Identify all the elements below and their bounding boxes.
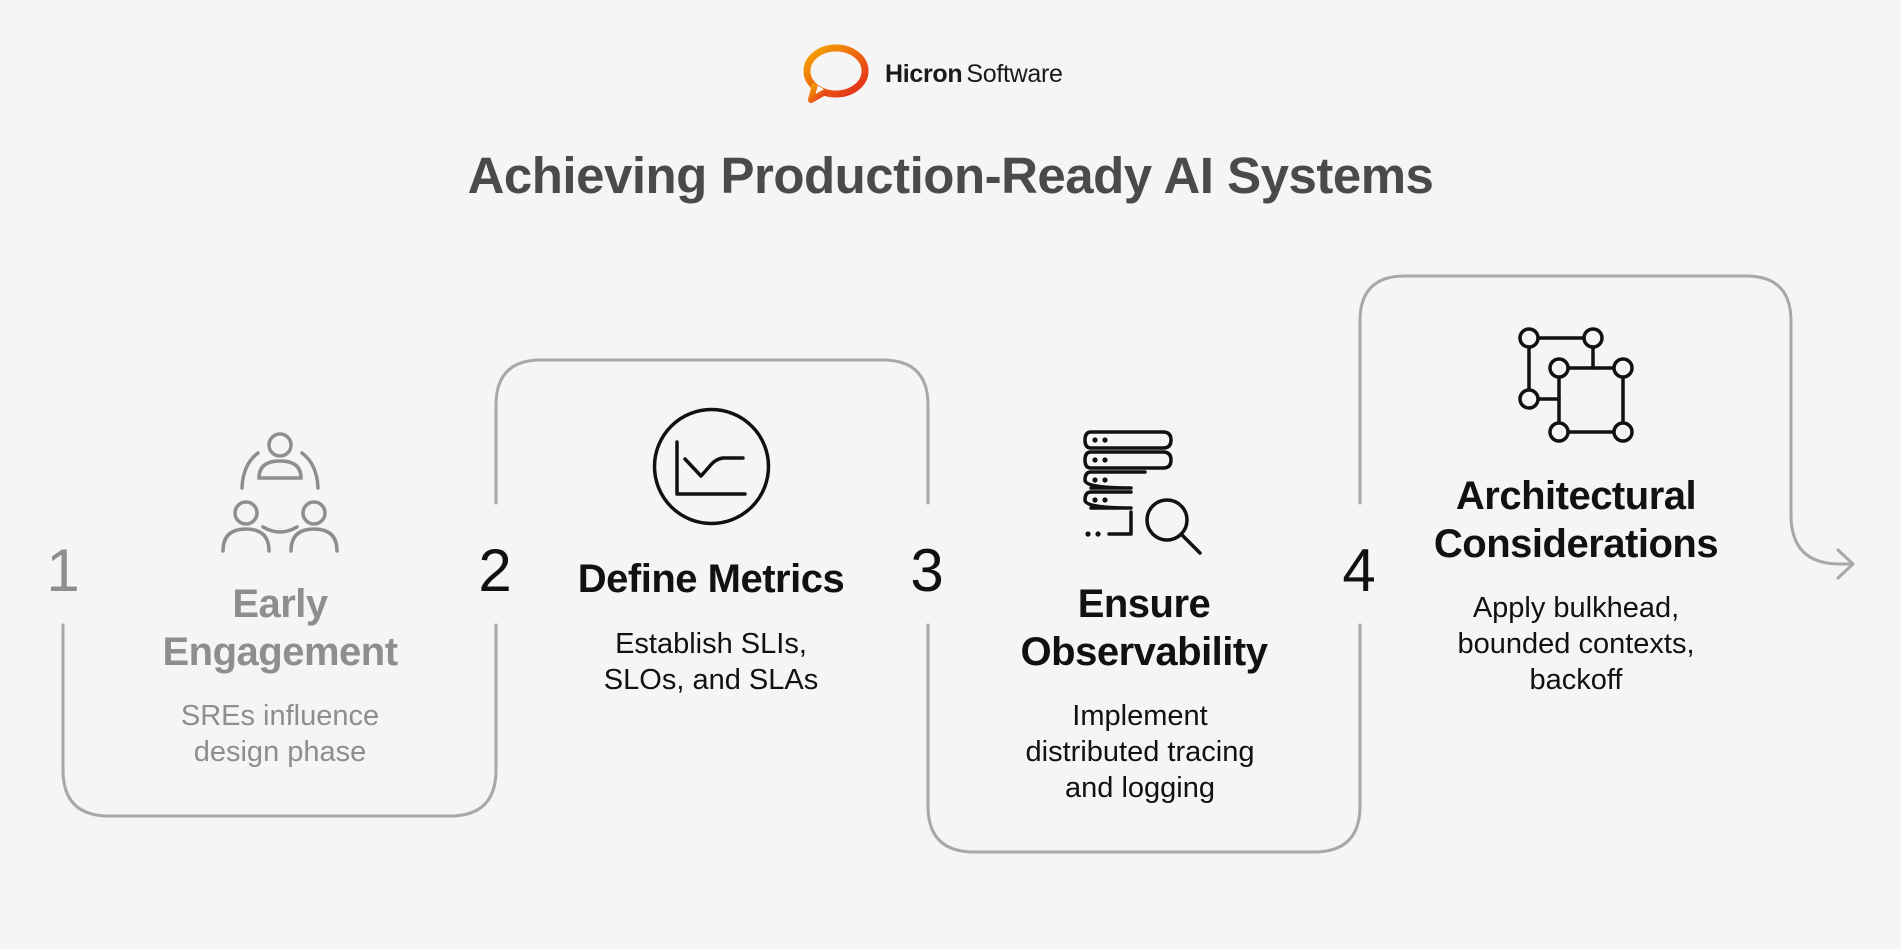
step-desc-line: distributed tracing: [1025, 736, 1255, 768]
chat-bubble-logo-icon: [803, 44, 869, 103]
step-number: 3: [910, 537, 944, 604]
step-number: 2: [478, 537, 512, 604]
team-collaboration-icon: [221, 432, 339, 553]
step-desc-line: SLOs, and SLAs: [603, 664, 819, 696]
step-desc-line: SREs influence: [180, 700, 380, 732]
step-title: Early Engagement: [120, 580, 440, 676]
step-title-line: Engagement: [162, 630, 398, 674]
step-title-line: Considerations: [1433, 522, 1719, 566]
chart-circle-icon: [652, 407, 771, 526]
step-desc-line: Implement: [1072, 700, 1208, 732]
step-description: Apply bulkhead, bounded contexts, backof…: [1406, 590, 1746, 698]
step-title: Architectural Considerations: [1406, 472, 1746, 568]
step-desc-line: bounded contexts,: [1457, 628, 1695, 660]
step-desc-line: backoff: [1529, 664, 1623, 696]
step-description: Establish SLIs, SLOs, and SLAs: [551, 626, 871, 698]
step-title: Define Metrics: [553, 555, 869, 603]
step-desc-line: Apply bulkhead,: [1472, 592, 1680, 624]
page-title: Achieving Production-Ready AI Systems: [467, 147, 1434, 204]
step-title: Ensure Observability: [982, 580, 1306, 676]
step-number: 1: [46, 537, 80, 604]
step-desc-line: design phase: [193, 736, 367, 768]
flow-path-line: [61, 274, 1853, 854]
logo-brand-name: Hicron: [885, 59, 963, 88]
step-title-line: Early: [232, 582, 328, 626]
flow-arrowhead: [1836, 548, 1855, 580]
step-desc-line: and logging: [1065, 772, 1215, 804]
step-title-line: Ensure: [1077, 582, 1211, 626]
step-title-line: Architectural: [1455, 474, 1697, 518]
step-desc-line: Establish SLIs,: [615, 628, 807, 660]
step-description: SREs influence design phase: [110, 698, 450, 770]
step-title-line: Observability: [1020, 630, 1268, 674]
step-description: Implement distributed tracing and loggin…: [980, 698, 1300, 806]
architecture-nodes-icon: [1518, 327, 1634, 443]
server-search-icon: [1083, 430, 1202, 555]
step-title-line: Define Metrics: [577, 557, 845, 601]
step-number: 4: [1342, 537, 1376, 604]
logo-brand-suffix: Software: [966, 59, 1063, 88]
